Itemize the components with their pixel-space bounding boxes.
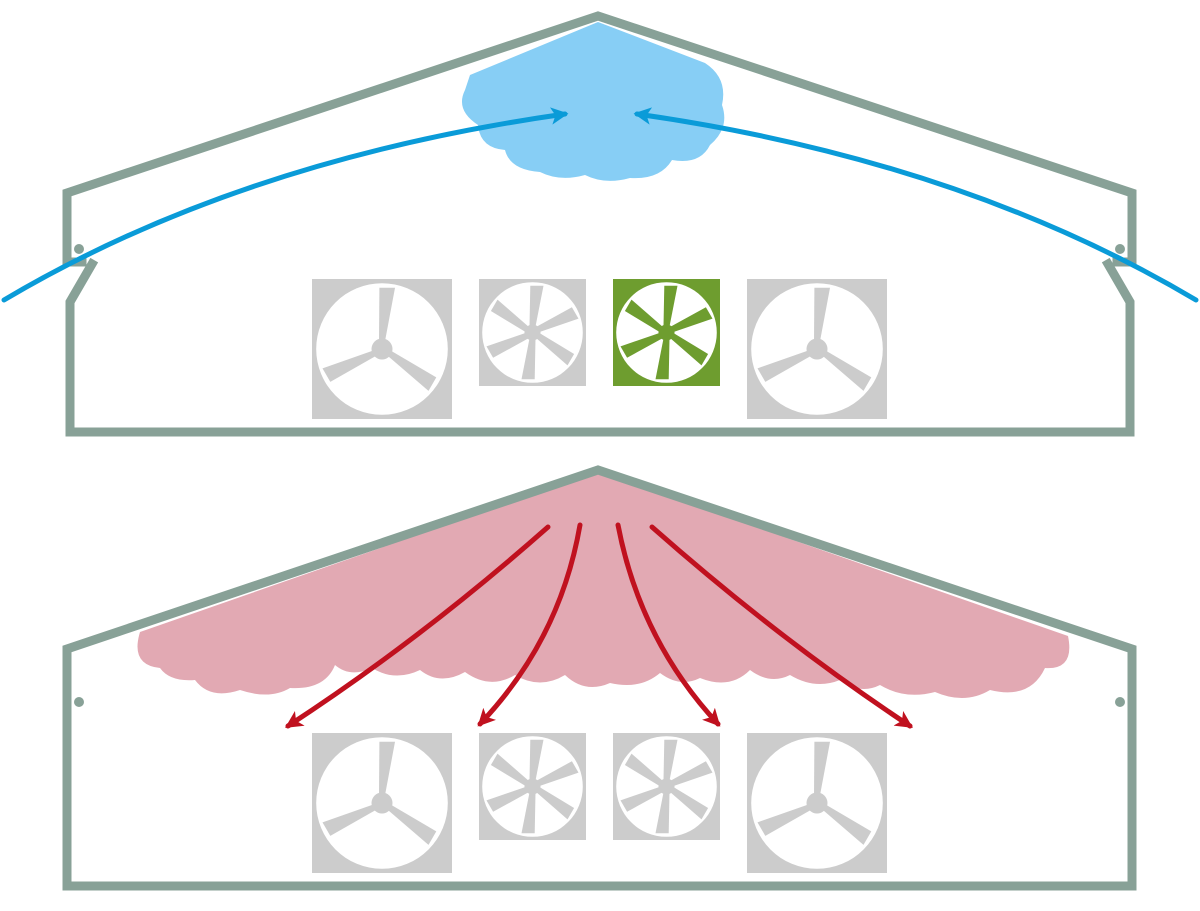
fan-blade	[670, 761, 713, 787]
fan-hub	[524, 778, 541, 795]
fan-blade	[490, 299, 529, 333]
fan-blade	[322, 350, 377, 382]
fan-blade	[322, 804, 377, 836]
fan-blade	[814, 287, 830, 342]
fan-blade	[670, 786, 709, 820]
fan-blade	[822, 350, 872, 391]
fan-blade	[521, 792, 536, 834]
fan-icon	[747, 733, 887, 873]
fan-blade	[379, 287, 395, 342]
fan-blade	[624, 753, 663, 787]
fan-icon	[479, 279, 586, 386]
cool-air-arrow-left	[1, 107, 569, 303]
fan-icon	[479, 733, 586, 840]
fan-blade	[757, 350, 812, 382]
fan-blade	[536, 332, 575, 366]
fan-blade	[529, 739, 544, 781]
fan-blade	[529, 285, 544, 327]
fan-icon	[613, 279, 720, 386]
fan-hub	[658, 778, 675, 795]
fan-blade	[624, 299, 663, 333]
building-outline-bottom	[62, 465, 1137, 891]
fan-blade	[663, 285, 678, 327]
fan-hub	[371, 792, 393, 814]
fan-blade	[620, 332, 663, 358]
fan-icon	[312, 279, 452, 419]
fan-icon	[312, 733, 452, 873]
warm-air-arrow-1	[285, 524, 551, 729]
fan-icon	[747, 279, 887, 419]
fan-blade	[536, 307, 579, 333]
fan-blade	[655, 338, 670, 380]
warm-air-arrow-3	[615, 522, 721, 727]
fan-blade	[387, 350, 437, 391]
warm-air-cloud-icon	[137, 472, 1070, 699]
fan-blade	[822, 804, 872, 845]
fan-blade	[490, 753, 529, 787]
fan-blade	[670, 332, 709, 366]
fan-blade	[663, 739, 678, 781]
fan-blade	[536, 761, 579, 787]
fan-row-bottom	[312, 733, 887, 873]
fan-hub	[371, 338, 393, 360]
fan-blade	[486, 332, 529, 358]
warm-air-arrow-2	[477, 522, 583, 727]
fan-blade	[814, 741, 830, 796]
fan-blade	[521, 338, 536, 380]
fan-icon	[613, 733, 720, 840]
fan-blade	[486, 786, 529, 812]
fan-hub	[806, 338, 828, 360]
fan-row-top	[312, 279, 887, 419]
fan-hub	[524, 324, 541, 341]
cool-air-arrow-right	[633, 107, 1199, 303]
panel-cooling	[1, 11, 1199, 437]
fan-blade	[620, 786, 663, 812]
fan-hub	[806, 792, 828, 814]
fan-blade	[387, 804, 437, 845]
panel-destratification	[62, 465, 1137, 891]
fan-blade	[757, 804, 812, 836]
fan-blade	[655, 792, 670, 834]
fan-blade	[379, 741, 395, 796]
fan-hub	[658, 324, 675, 341]
fan-blade	[670, 307, 713, 333]
fan-blade	[536, 786, 575, 820]
warm-air-arrow-4	[649, 524, 913, 729]
cool-air-cloud-icon	[461, 22, 725, 181]
